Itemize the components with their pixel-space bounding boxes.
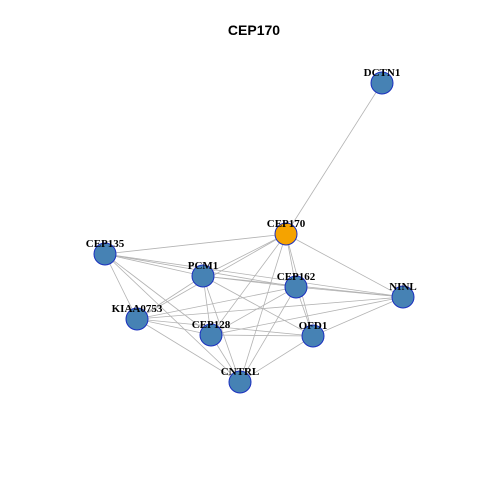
node-circle bbox=[284, 275, 308, 299]
node-label: OFD1 bbox=[299, 320, 328, 332]
node-cep128: CEP128 bbox=[192, 319, 231, 347]
edge-kiaa0753-ofd1 bbox=[136, 318, 314, 337]
edge-cep162-cntrl bbox=[239, 286, 297, 383]
node-circle bbox=[125, 307, 149, 331]
edge-cep162-cep128 bbox=[210, 286, 297, 336]
graph-title: CEP170 bbox=[228, 22, 280, 38]
node-cep135: CEP135 bbox=[86, 238, 125, 266]
node-cep162: CEP162 bbox=[277, 271, 316, 299]
node-label: CEP162 bbox=[277, 271, 316, 283]
edge-ninl-ofd1 bbox=[312, 296, 404, 337]
node-circle bbox=[228, 370, 252, 394]
edge-cep170-pcm1 bbox=[202, 233, 287, 277]
node-circle bbox=[274, 222, 298, 246]
edge-kiaa0753-cep128 bbox=[136, 318, 212, 336]
node-circle bbox=[199, 323, 223, 347]
node-label: KIAA0753 bbox=[112, 303, 163, 315]
edge-cep128-ofd1 bbox=[210, 334, 314, 337]
node-label: CEP128 bbox=[192, 319, 231, 331]
edge-cep170-dctn1 bbox=[285, 82, 383, 235]
edge-ninl-kiaa0753 bbox=[136, 296, 404, 320]
edge-cep170-cep135 bbox=[104, 233, 287, 255]
node-circle bbox=[391, 285, 415, 309]
node-dctn1: DCTN1 bbox=[364, 67, 401, 95]
node-label: NINL bbox=[389, 281, 417, 293]
edge-cep162-ninl bbox=[295, 286, 404, 298]
edge-ninl-cep128 bbox=[210, 296, 404, 336]
edge-ofd1-cntrl bbox=[239, 335, 314, 383]
node-circle bbox=[301, 324, 325, 348]
edge-cep162-kiaa0753 bbox=[136, 286, 297, 320]
node-label: CEP170 bbox=[267, 218, 306, 230]
edge-cep170-cep128 bbox=[210, 233, 287, 336]
node-pcm1: PCM1 bbox=[188, 260, 219, 288]
node-ninl: NINL bbox=[389, 281, 417, 309]
node-circle bbox=[93, 242, 117, 266]
node-circle bbox=[191, 264, 215, 288]
node-cntrl: CNTRL bbox=[221, 366, 260, 394]
edge-cep170-cntrl bbox=[239, 233, 287, 383]
node-ofd1: OFD1 bbox=[299, 320, 328, 348]
edge-cep170-ninl bbox=[285, 233, 404, 298]
edge-cep135-pcm1 bbox=[104, 253, 204, 277]
node-kiaa0753: KIAA0753 bbox=[112, 303, 163, 331]
edge-layer bbox=[104, 82, 404, 383]
edge-pcm1-kiaa0753 bbox=[136, 275, 204, 320]
node-label: CNTRL bbox=[221, 366, 260, 378]
edge-pcm1-ofd1 bbox=[202, 275, 314, 337]
node-label: CEP135 bbox=[86, 238, 125, 250]
edge-cep135-cep128 bbox=[104, 253, 212, 336]
edge-cep135-cntrl bbox=[104, 253, 241, 383]
node-circle bbox=[370, 71, 394, 95]
node-cep170: CEP170 bbox=[267, 218, 306, 246]
edge-cep135-kiaa0753 bbox=[104, 253, 138, 320]
edge-cep135-ninl bbox=[104, 253, 404, 298]
node-label: DCTN1 bbox=[364, 67, 401, 79]
node-label: PCM1 bbox=[188, 260, 219, 272]
edge-kiaa0753-cntrl bbox=[136, 318, 241, 383]
